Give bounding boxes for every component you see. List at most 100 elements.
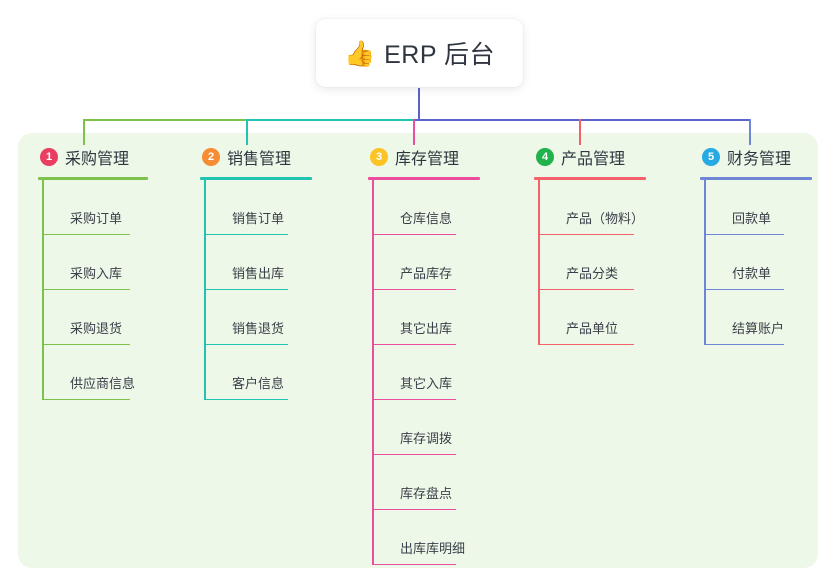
branch-item[interactable]: 销售订单 — [204, 180, 312, 235]
branch-item-label: 销售退货 — [232, 321, 285, 336]
branch-item-list: 采购订单采购入库采购退货供应商信息 — [38, 180, 148, 400]
branch-number-badge: 5 — [702, 148, 720, 166]
branch-item[interactable]: 客户信息 — [204, 345, 312, 400]
branch-item-underline — [538, 233, 634, 235]
branch-item[interactable]: 结算账户 — [704, 290, 812, 345]
branch-spine — [204, 180, 206, 400]
branch-item[interactable]: 出库库明细 — [372, 510, 480, 565]
branch-title: 产品管理 — [561, 151, 626, 168]
branch-item-underline — [704, 343, 784, 345]
root-node-title: ERP 后台 — [384, 41, 496, 69]
branch-column-4: 4 产品管理产品（物料） 产品分类产品单位 — [534, 145, 646, 345]
branch-item-underline — [704, 288, 784, 290]
branch-item-underline — [204, 288, 288, 290]
branch-item-label: 出库库明细 — [400, 541, 466, 556]
branch-item-label: 回款单 — [732, 211, 772, 226]
root-node-erp-backend[interactable]: 👍 ERP 后台 — [316, 19, 523, 87]
branch-item-underline — [538, 288, 634, 290]
branch-item[interactable]: 采购退货 — [42, 290, 148, 345]
branch-item[interactable]: 其它入库 — [372, 345, 480, 400]
branch-item-underline — [42, 233, 130, 235]
branch-spine — [42, 180, 44, 400]
branch-item-underline — [372, 288, 456, 290]
branch-number-badge: 1 — [40, 148, 58, 166]
branch-item-list: 销售订单销售出库销售退货客户信息 — [200, 180, 312, 400]
branch-drop-4 — [579, 119, 581, 145]
branch-item-label: 采购退货 — [70, 321, 123, 336]
branch-item[interactable]: 仓库信息 — [372, 180, 480, 235]
branch-item-underline — [372, 398, 456, 400]
branch-item-underline — [204, 343, 288, 345]
branch-item[interactable]: 产品库存 — [372, 235, 480, 290]
branch-underline — [534, 177, 646, 180]
branch-item-underline — [372, 453, 456, 455]
branch-item[interactable]: 付款单 — [704, 235, 812, 290]
branch-column-3: 3 库存管理仓库信息产品库存其它出库其它入库库存调拨库存盘点出库库明细 — [368, 145, 480, 565]
branches-panel — [18, 133, 818, 568]
branch-item[interactable]: 产品分类 — [538, 235, 646, 290]
branch-item-underline — [204, 233, 288, 235]
branch-item-label: 其它入库 — [400, 376, 453, 391]
branch-item-list: 回款单付款单结算账户 — [700, 180, 812, 345]
branch-item-underline — [204, 398, 288, 400]
branch-item-label: 客户信息 — [232, 376, 285, 391]
branch-item[interactable]: 销售出库 — [204, 235, 312, 290]
branch-drop-1 — [83, 119, 85, 145]
branch-item[interactable]: 产品（物料） — [538, 180, 646, 235]
branch-item-label: 采购订单 — [70, 211, 123, 226]
branch-item[interactable]: 产品单位 — [538, 290, 646, 345]
branch-item-underline — [372, 508, 456, 510]
branch-title: 财务管理 — [727, 151, 792, 168]
branch-item-underline — [704, 233, 784, 235]
branch-item-list: 产品（物料） 产品分类产品单位 — [534, 180, 646, 345]
branch-item-underline — [372, 343, 456, 345]
branch-number-badge: 4 — [536, 148, 554, 166]
branch-underline — [200, 177, 312, 180]
branch-item[interactable]: 供应商信息 — [42, 345, 148, 400]
branch-item-underline — [538, 343, 634, 345]
branch-item[interactable]: 采购入库 — [42, 235, 148, 290]
branch-item-label: 产品库存 — [400, 266, 453, 281]
branch-item-underline — [372, 563, 456, 565]
branch-item[interactable]: 库存盘点 — [372, 455, 480, 510]
branch-spine — [372, 180, 374, 565]
branch-item-underline — [42, 288, 130, 290]
branch-item-label: 库存盘点 — [400, 486, 453, 501]
branch-item-label: 付款单 — [732, 266, 772, 281]
branch-item[interactable]: 回款单 — [704, 180, 812, 235]
branch-item-label: 采购入库 — [70, 266, 123, 281]
branch-item-underline — [42, 343, 130, 345]
branch-drop-5 — [749, 119, 751, 145]
branch-title: 销售管理 — [227, 151, 292, 168]
branch-item-label: 库存调拨 — [400, 431, 453, 446]
branch-number-badge: 3 — [370, 148, 388, 166]
branch-spine — [538, 180, 540, 345]
branch-item[interactable]: 销售退货 — [204, 290, 312, 345]
branch-item[interactable]: 其它出库 — [372, 290, 480, 345]
branch-underline — [700, 177, 812, 180]
branch-item-label: 销售订单 — [232, 211, 285, 226]
bus-segment-3 — [413, 119, 749, 121]
branch-header-3[interactable]: 3 库存管理 — [368, 145, 480, 169]
branch-underline — [38, 177, 148, 180]
branch-item-label: 产品分类 — [566, 266, 619, 281]
branch-title: 库存管理 — [395, 151, 460, 168]
branch-item-list: 仓库信息产品库存其它出库其它入库库存调拨库存盘点出库库明细 — [368, 180, 480, 565]
trunk-stem — [418, 88, 420, 121]
branch-item-label: 产品单位 — [566, 321, 619, 336]
branch-header-5[interactable]: 5 财务管理 — [700, 145, 812, 169]
thumbs-up-icon: 👍 — [343, 38, 376, 68]
branch-item-label: 结算账户 — [732, 321, 785, 336]
branch-header-4[interactable]: 4 产品管理 — [534, 145, 646, 169]
branch-item[interactable]: 库存调拨 — [372, 400, 480, 455]
branch-item[interactable]: 采购订单 — [42, 180, 148, 235]
bus-segment-1 — [83, 119, 246, 121]
branch-item-label: 其它出库 — [400, 321, 453, 336]
branch-item-label: 供应商信息 — [70, 376, 136, 391]
branch-item-underline — [372, 233, 456, 235]
